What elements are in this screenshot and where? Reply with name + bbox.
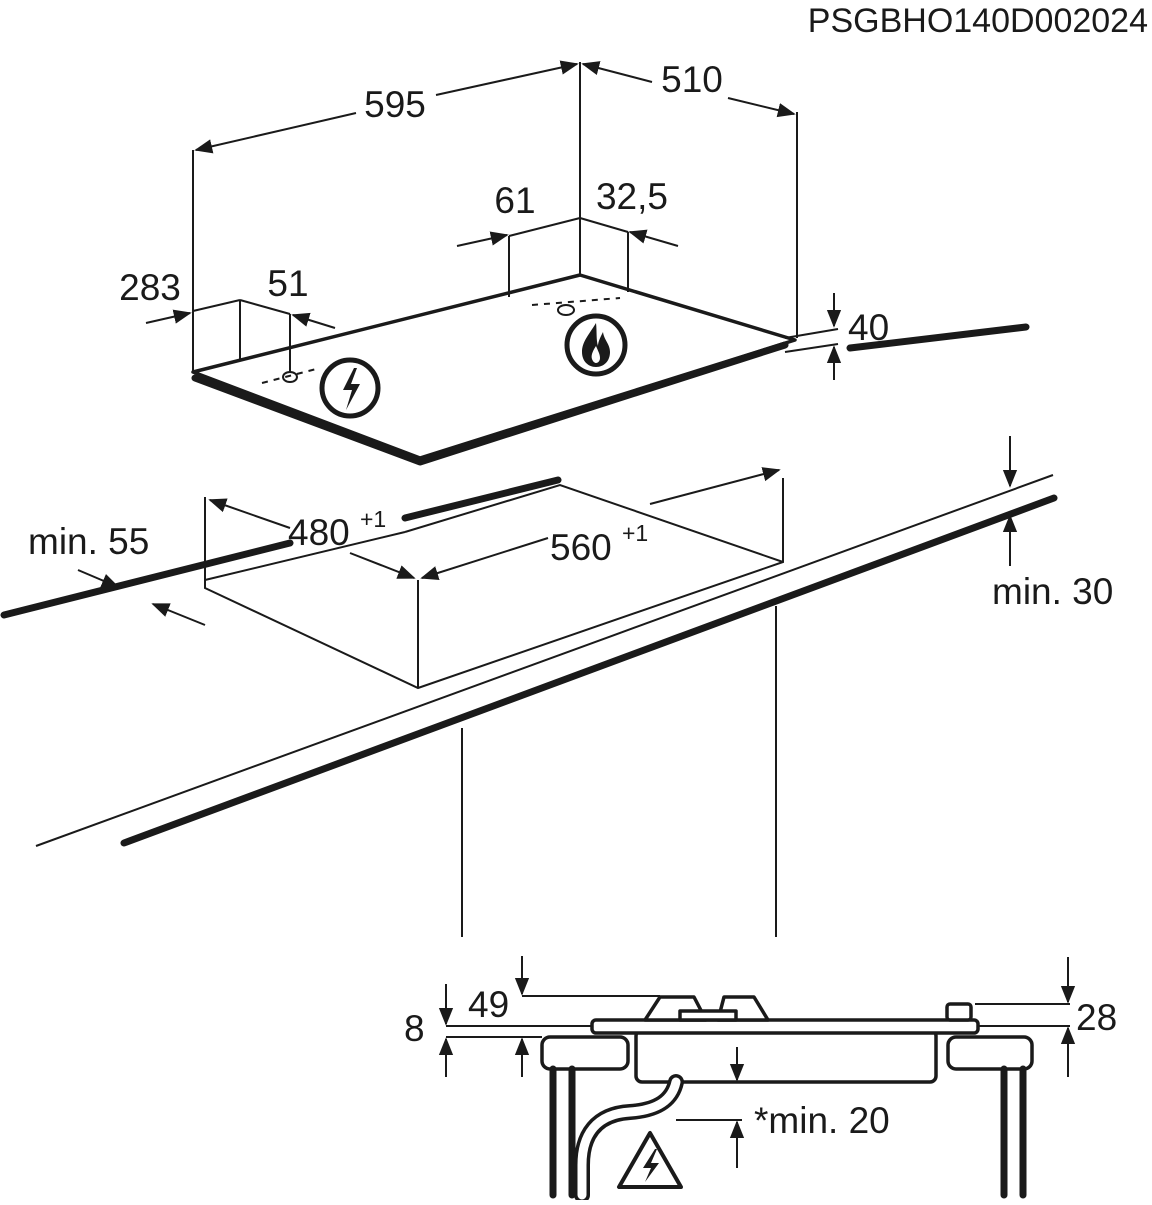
ext-line-51-top (239, 299, 291, 315)
ext-line-61-top (508, 217, 581, 237)
worktop-block-right (946, 1035, 1034, 1071)
dim-line-560-right (649, 467, 781, 505)
worktop-back-edge-2 (401, 476, 562, 522)
dim-label-32-5: 32,5 (596, 176, 668, 217)
dim-line-595-left (194, 112, 357, 154)
dim-arrow-min-55-a (77, 569, 120, 588)
dim-label-595: 595 (364, 84, 426, 125)
dim-line-560-left (420, 537, 549, 580)
hob-body (634, 1028, 938, 1084)
electric-conn-point (282, 371, 298, 383)
worktop-back-edge (846, 323, 1030, 352)
dim-label-560: 560 (550, 527, 612, 568)
worktop-left-edge (0, 539, 294, 619)
dim-label-61: 61 (494, 180, 535, 221)
dim-line-595-right (435, 60, 579, 96)
ext-line-40-top (784, 328, 839, 339)
dim-arrow-min-55-b (151, 603, 206, 626)
ext-line-32-5-top (579, 217, 629, 233)
worktop-left-inner (204, 531, 406, 581)
dim-label-49: 49 (468, 984, 509, 1025)
dim-label-283: 283 (119, 267, 181, 308)
ext-line-283-top (192, 299, 241, 312)
dim-line-510-right (727, 97, 796, 118)
worktop-front-top (35, 474, 1054, 847)
gas-flame-icon (564, 313, 628, 377)
cutout-back (404, 483, 784, 563)
dim-arrow-51 (291, 312, 336, 329)
hob-top-plate (590, 1018, 980, 1035)
dim-label-min-20: *min. 20 (754, 1100, 890, 1141)
side-section-view: 8 49 28 *min. 20 (404, 956, 1117, 1203)
electric-warning-triangle-icon (617, 1131, 683, 1189)
dim-label-480: 480 (288, 512, 350, 553)
dim-label-51: 51 (267, 263, 308, 304)
dim-arrow-61 (456, 231, 509, 247)
electric-conn-dash (261, 367, 321, 384)
hob-top-view: 595 510 61 32,5 283 51 (119, 59, 889, 466)
worktop-block-left (540, 1035, 630, 1071)
dim-tol-560: +1 (622, 520, 648, 546)
dim-arrow-32-5 (628, 229, 679, 247)
electric-hazard-icon (319, 357, 381, 419)
dim-label-min-30: min. 30 (992, 571, 1113, 612)
ext-line-40-bottom (784, 343, 839, 353)
hob-front-edge (191, 341, 789, 466)
dim-tol-480: +1 (360, 506, 386, 532)
dim-line-480-left (208, 498, 291, 529)
dim-label-min-55: min. 55 (28, 521, 149, 562)
worktop: 480 +1 560 +1 min. 55 min. 30 (0, 323, 1113, 937)
dim-arrow-283 (145, 309, 192, 324)
cutout-outline (204, 478, 784, 690)
burner-cap (678, 1009, 738, 1022)
worktop-front-bottom (120, 494, 1058, 847)
gas-conn-dash (531, 297, 621, 306)
drawing-code: PSGBHO140D002024 (808, 2, 1148, 40)
dim-label-510: 510 (661, 59, 723, 100)
dim-label-28: 28 (1076, 997, 1117, 1038)
dim-line-510-left (581, 61, 653, 83)
dim-label-8: 8 (404, 1008, 425, 1049)
gas-conn-point (557, 304, 575, 316)
dim-line-480-right (349, 552, 416, 579)
control-knob (945, 1002, 973, 1022)
